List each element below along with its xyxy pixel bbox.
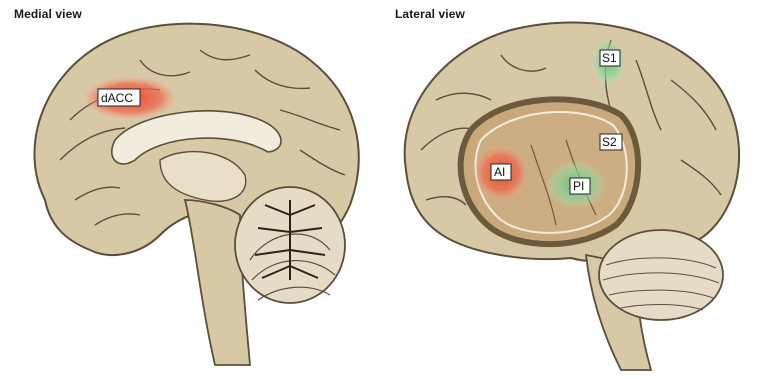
- lateral-brain-illustration: S1 S2 AI PI: [381, 0, 761, 379]
- medial-brain-illustration: dACC: [0, 0, 380, 379]
- svg-text:AI: AI: [494, 165, 505, 179]
- dacc-label: dACC: [98, 89, 140, 106]
- medial-view-panel: Medial view: [0, 0, 380, 379]
- s2-label: S2: [600, 134, 622, 150]
- lateral-cerebellum: [599, 230, 723, 320]
- svg-text:dACC: dACC: [101, 91, 133, 105]
- medial-cerebellum: [235, 187, 345, 303]
- lateral-view-panel: Lateral view: [381, 0, 761, 379]
- svg-text:PI: PI: [573, 179, 584, 193]
- svg-text:S1: S1: [602, 51, 617, 65]
- s1-label: S1: [600, 50, 620, 66]
- svg-text:S2: S2: [602, 135, 617, 149]
- ai-label: AI: [491, 164, 511, 180]
- pi-label: PI: [570, 178, 590, 194]
